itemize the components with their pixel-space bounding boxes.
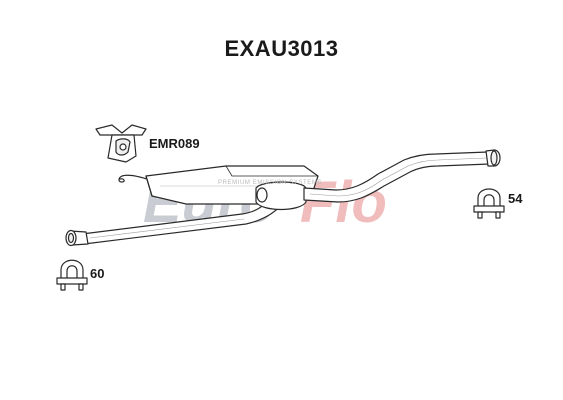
watermark-tagline: PREMIUM EMISSION SYSTEMS [218, 180, 323, 186]
front-clamp-code-label: 60 [90, 266, 105, 281]
tail-end [485, 149, 501, 167]
u-clamp-icon [473, 188, 505, 219]
u-clamp-icon [56, 259, 88, 291]
rear-clamp-code-label: 54 [508, 191, 523, 206]
rubber-mount-icon [95, 124, 147, 163]
part-number-title: EXAU3013 [224, 36, 339, 61]
resonator [255, 181, 307, 211]
mount-code-label: EMR089 [149, 136, 200, 151]
hanger-wire [118, 174, 151, 183]
exhaust-assembly [65, 149, 501, 247]
inlet-flare [65, 229, 89, 247]
